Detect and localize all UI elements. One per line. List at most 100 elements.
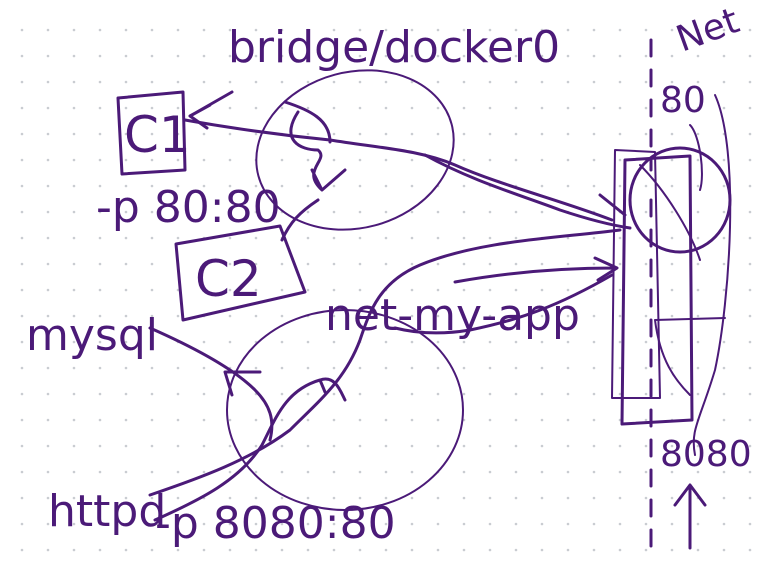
grid-dot [618,522,622,526]
grid-dot [748,444,752,448]
grid-dot [410,522,414,526]
grid-dot [98,392,102,396]
grid-dot [592,470,596,474]
grid-dot [488,28,492,32]
grid-dot [436,548,440,552]
grid-dot [592,54,596,58]
grid-dot [410,28,414,32]
grid-dot [20,132,24,136]
c2-container-box [174,224,307,322]
grid-dot [514,444,518,448]
grid-dot [488,54,492,58]
grid-dot [150,106,154,110]
c1-to-host-line [183,118,614,222]
grid-dot [46,418,50,422]
grid-dot [488,80,492,84]
grid-dot [592,548,596,552]
grid-dot [124,366,128,370]
grid-dot [384,184,388,188]
grid-dot [488,470,492,474]
grid-dot [748,340,752,344]
grid-dot [72,54,76,58]
grid-dot [748,522,752,526]
grid-dot [20,314,24,318]
grid-dot [332,340,336,344]
grid-dot [618,106,622,110]
grid-dot [436,444,440,448]
grid-dot [332,288,336,292]
grid-dot [332,548,336,552]
grid-dot [566,288,570,292]
grid-dot [358,106,362,110]
grid-dot [98,470,102,474]
grid-dot [228,262,232,266]
grid-dot [46,28,50,32]
grid-dot [306,106,310,110]
grid-dot [488,444,492,448]
grid-dot [618,54,622,58]
grid-dot [462,548,466,552]
grid-dot [644,548,648,552]
grid-dot [124,106,128,110]
grid-dot [566,262,570,266]
bridge-network-ellipse [255,69,455,231]
grid-dot [150,210,154,214]
grid-dot [566,522,570,526]
host-net-rectangle-inner [611,149,661,399]
grid-dot [124,314,128,318]
grid-dot [618,340,622,344]
grid-dot [644,314,648,318]
grid-dot [436,314,440,318]
grid-dot [358,314,362,318]
grid-dot [384,444,388,448]
grid-dot [722,262,726,266]
grid-dot [254,28,258,32]
grid-dot [176,288,180,292]
grid-dot [228,288,232,292]
grid-dot [618,444,622,448]
grid-dot [280,54,284,58]
grid-dot [358,158,362,162]
grid-dot [436,392,440,396]
grid-dot [644,444,648,448]
grid-dot [332,418,336,422]
grid-dot [748,158,752,162]
grid-dot [150,340,154,344]
grid-dot [150,548,154,552]
grid-dot [514,132,518,136]
grid-dot [462,522,466,526]
grid-dot [254,418,258,422]
grid-dot [124,288,128,292]
grid-dot [98,28,102,32]
grid-dot [254,314,258,318]
grid-dot [46,548,50,552]
grid-dot [176,106,180,110]
grid-dot [72,314,76,318]
grid-dot [228,522,232,526]
grid-dot [722,522,726,526]
grid-dot [124,522,128,526]
grid-dot [150,366,154,370]
grid-dot [176,418,180,422]
grid-dot [46,444,50,448]
grid-dot [748,288,752,292]
grid-dot [540,262,544,266]
grid-dot [202,444,206,448]
grid-dot [124,184,128,188]
grid-dot [332,184,336,188]
grid-dot [358,28,362,32]
grid-dot [722,80,726,84]
grid-dot [150,132,154,136]
host-net-circle [628,146,732,254]
grid-dot [124,340,128,344]
grid-dot [618,496,622,500]
grid-dot [592,314,596,318]
grid-dot [72,80,76,84]
grid-dot [46,80,50,84]
grid-dot [332,210,336,214]
grid-dot [98,236,102,240]
grid-dot [254,548,258,552]
bridge-internal-link [280,100,347,242]
grid-dot [722,340,726,344]
